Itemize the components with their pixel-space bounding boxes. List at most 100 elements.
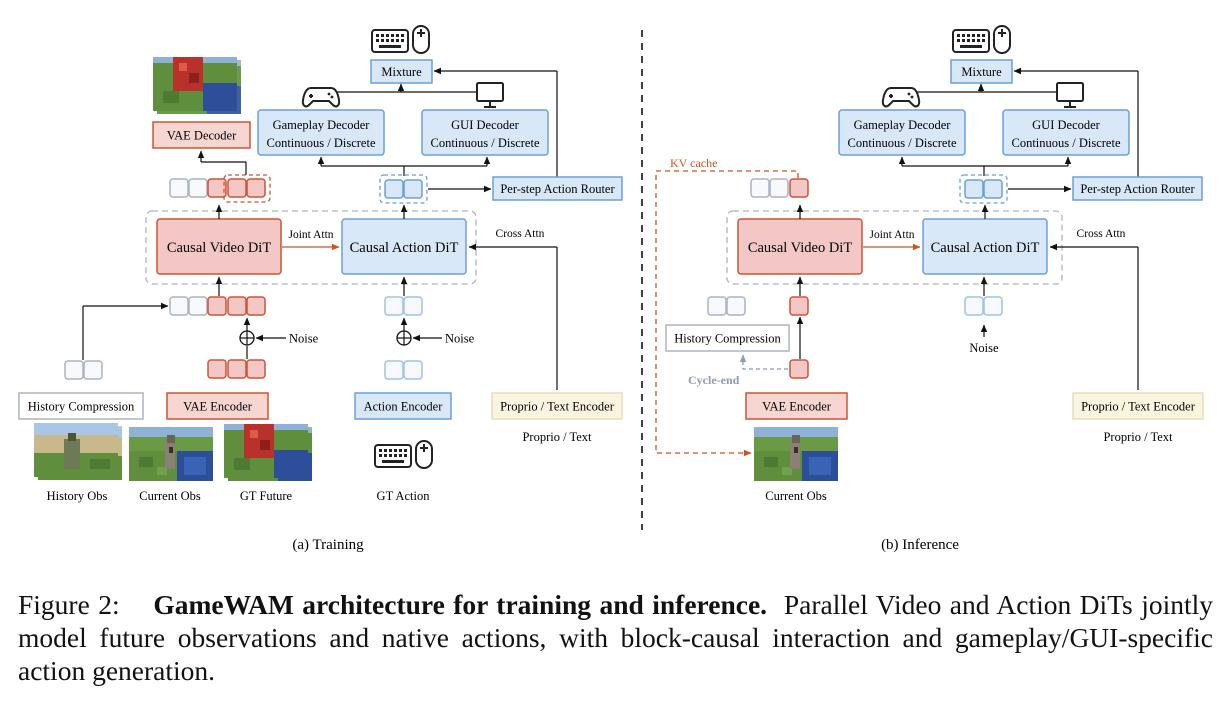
- gui-decoder-line1: GUI Decoder: [1032, 118, 1101, 132]
- video-token: [246, 296, 266, 316]
- mixture-box: [370, 59, 433, 84]
- current-obs-label: Current Obs: [139, 489, 201, 503]
- gui-decoder-line1: GUI Decoder: [451, 118, 520, 132]
- history-compression-box: [18, 392, 144, 420]
- kv-cache-path: [655, 170, 799, 457]
- action-token: [384, 360, 404, 380]
- gui-decoder-line2: Continuous / Discrete: [1011, 136, 1120, 150]
- history-token: [707, 296, 727, 316]
- gameplay-decoder-line2: Continuous / Discrete: [847, 136, 956, 150]
- vae-encoder-label: VAE Encoder: [183, 400, 253, 414]
- action-encoder-box: [354, 392, 452, 420]
- video-token: [789, 359, 809, 379]
- architecture-diagram: Mixture Gameplay Decoder Continuous / Di…: [18, 25, 1204, 553]
- keyboard-mouse-icon: [952, 25, 1011, 54]
- joint-attn-label: Joint Attn: [288, 229, 333, 241]
- gameplay-decoder-line1: Gameplay Decoder: [273, 118, 371, 132]
- cross-attn-label: Cross Attn: [496, 228, 545, 240]
- history-token: [169, 296, 189, 316]
- action-token-group-dashed: [379, 174, 428, 204]
- gamepad-icon: [881, 87, 921, 108]
- keyboard-mouse-icon: [371, 25, 430, 54]
- history-token: [726, 296, 746, 316]
- video-token: [207, 296, 227, 316]
- gamepad-icon: [301, 87, 341, 108]
- action-token: [403, 296, 423, 316]
- video-token: [227, 178, 247, 198]
- video-token: [227, 296, 247, 316]
- inference-subtitle: (b) Inference: [881, 537, 959, 553]
- history-token: [169, 178, 189, 198]
- action-token: [384, 296, 404, 316]
- vae-decoder-label: VAE Decoder: [167, 129, 237, 143]
- video-token: [789, 296, 809, 316]
- action-token: [964, 296, 984, 316]
- current-obs-label: Current Obs: [765, 489, 827, 503]
- current-obs-image: [129, 427, 213, 481]
- gui-decoder-box: [1002, 109, 1130, 156]
- video-dit-label: Causal Video DiT: [748, 240, 853, 256]
- vae-decoder-box: [152, 121, 251, 149]
- action-router-box: [492, 176, 623, 201]
- mixture-label: Mixture: [961, 65, 1002, 79]
- video-token: [227, 359, 247, 379]
- history-token: [83, 360, 103, 380]
- action-token: [983, 296, 1003, 316]
- gameplay-decoder-box: [257, 109, 385, 156]
- caption-title: GameWAM architecture for training and in…: [153, 589, 768, 620]
- action-router-box: [1072, 176, 1203, 201]
- keyboard-mouse-icon: [374, 440, 433, 469]
- history-token: [750, 178, 770, 198]
- proprio-encoder-label: Proprio / Text Encoder: [1081, 400, 1196, 414]
- action-token-group-dashed: [959, 174, 1008, 204]
- history-compression-box: [665, 324, 790, 352]
- figure-caption: Figure 2: GameWAM architecture for train…: [18, 588, 1213, 687]
- caption-body: Parallel Video and Action DiTs jointly m…: [18, 589, 1214, 686]
- action-dit-label: Causal Action DiT: [931, 240, 1040, 256]
- noise-label: Noise: [445, 332, 475, 346]
- action-token: [403, 179, 423, 199]
- history-token: [188, 178, 208, 198]
- joint-attn-label: Joint Attn: [869, 229, 914, 241]
- gui-decoder-box: [421, 109, 549, 156]
- history-token: [769, 178, 789, 198]
- monitor-icon: [1056, 82, 1084, 108]
- gt-action-label: GT Action: [377, 489, 431, 503]
- gameplay-decoder-line2: Continuous / Discrete: [266, 136, 375, 150]
- action-token: [983, 179, 1003, 199]
- proprio-text-label: Proprio / Text: [522, 430, 592, 444]
- kv-cache-label: KV cache: [670, 156, 717, 170]
- action-token: [403, 360, 423, 380]
- gameplay-decoder-line1: Gameplay Decoder: [854, 118, 952, 132]
- history-compression-label: History Compression: [674, 332, 781, 346]
- video-token: [207, 178, 227, 198]
- proprio-encoder-label: Proprio / Text Encoder: [500, 400, 615, 414]
- current-obs-image: [754, 427, 838, 481]
- video-token: [789, 178, 809, 198]
- video-dit-label: Causal Video DiT: [167, 240, 272, 256]
- training-panel: Mixture Gameplay Decoder Continuous / Di…: [18, 25, 623, 553]
- action-token: [964, 179, 984, 199]
- monitor-icon: [476, 82, 504, 108]
- proprio-encoder-box: [1072, 392, 1204, 420]
- vae-encoder-box: [745, 392, 848, 420]
- gt-future-image: [224, 424, 308, 478]
- action-token: [384, 179, 404, 199]
- future-token-group-dashed: [223, 174, 271, 203]
- dit-group-dashed: [145, 210, 477, 285]
- noise-label: Noise: [289, 332, 319, 346]
- cross-attn-label: Cross Attn: [1077, 228, 1126, 240]
- history-token: [188, 296, 208, 316]
- history-obs-image: [34, 423, 118, 477]
- training-subtitle: (a) Training: [292, 537, 364, 553]
- gt-future-label: GT Future: [240, 489, 293, 503]
- proprio-text-label: Proprio / Text: [1103, 430, 1173, 444]
- action-encoder-label: Action Encoder: [364, 400, 444, 414]
- video-token: [207, 359, 227, 379]
- action-router-label: Per-step Action Router: [500, 182, 615, 196]
- mixture-box: [950, 59, 1013, 84]
- noise-label: Noise: [969, 341, 999, 355]
- action-router-label: Per-step Action Router: [1080, 182, 1195, 196]
- cycle-end-label: Cycle-end: [688, 373, 740, 387]
- history-token: [64, 360, 84, 380]
